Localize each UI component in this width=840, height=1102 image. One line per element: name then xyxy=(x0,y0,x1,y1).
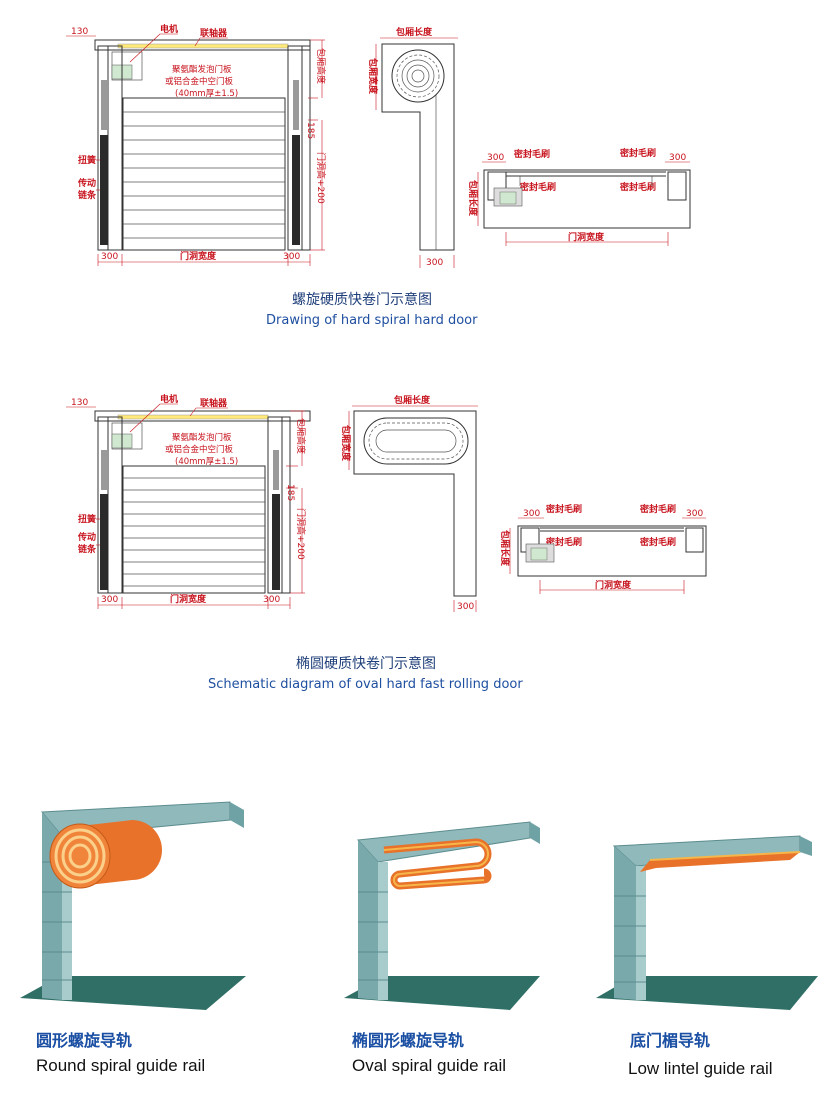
rail-lintel-title-zh: 底门楣导轨 xyxy=(630,1031,710,1050)
label-panel-3: (40mm厚±1.5) xyxy=(175,89,238,99)
label2-brush-3: 密封毛刷 xyxy=(639,503,676,515)
dim2-300-right: 300 xyxy=(263,595,280,605)
diagram1-title-en: Drawing of hard spiral hard door xyxy=(266,313,478,328)
label2-panel-1: 聚氨酯发泡门板 xyxy=(172,432,232,443)
dim-185: 185 xyxy=(305,122,315,139)
label2-panel-3: (40mm厚±1.5) xyxy=(175,457,238,467)
dim-300-right: 300 xyxy=(283,252,300,262)
diagram2-title-zh: 椭圆硬质快卷门示意图 xyxy=(296,655,436,672)
label-panel-1: 聚氨酯发泡门板 xyxy=(172,64,232,75)
dim2-130: 130 xyxy=(71,398,88,408)
label2-door-width: 门洞宽度 xyxy=(170,593,207,605)
rail-round-title-zh: 圆形螺旋导轨 xyxy=(36,1031,132,1050)
label-side-box-width: 包厢宽度 xyxy=(367,57,379,95)
diagram2-plan-view: 300 密封毛刷 密封毛刷 密封毛刷 密封毛刷 300 包厢长度 门洞宽度 xyxy=(499,503,707,594)
label-box-height: 包厢高度 xyxy=(315,48,327,84)
dim2-plan-300-left: 300 xyxy=(523,509,540,519)
rail-oval-illustration xyxy=(344,821,540,1010)
label-brush-3: 密封毛刷 xyxy=(619,147,656,159)
label-coupler: 联轴器 xyxy=(200,27,228,39)
label2-spring: 扭簧 xyxy=(78,513,96,525)
label-door-height: 门洞高+200 xyxy=(315,152,327,204)
label-brush-1: 密封毛刷 xyxy=(513,148,550,160)
dim-plan-300-right: 300 xyxy=(669,153,686,163)
dim2-185: 185 xyxy=(285,484,295,501)
label2-side-box-width: 包厢宽度 xyxy=(340,424,352,462)
label2-coupler: 联轴器 xyxy=(200,397,228,409)
label2-box-height: 包厢高度 xyxy=(295,418,307,454)
label2-plan-door-width: 门洞宽度 xyxy=(595,579,632,591)
diagram2-title-en: Schematic diagram of oval hard fast roll… xyxy=(208,677,523,692)
label-brush-4: 密封毛刷 xyxy=(619,181,656,193)
label2-side-box-length: 包厢长度 xyxy=(393,394,431,406)
dim2-plan-300-right: 300 xyxy=(686,509,703,519)
diagram1-plan-view: 300 密封毛刷 密封毛刷 密封毛刷 密封毛刷 300 包厢长度 门洞宽度 xyxy=(467,147,691,246)
dim2-300-left: 300 xyxy=(101,595,118,605)
label-chain-2: 链条 xyxy=(78,189,97,201)
label2-plan-box-length: 包厢长度 xyxy=(499,529,511,567)
label2-brush-4: 密封毛刷 xyxy=(639,536,676,548)
diagram2-side-view: 包厢长度 包厢宽度 300 xyxy=(340,394,478,612)
dim-300-left: 300 xyxy=(101,252,118,262)
dim-plan-300-left: 300 xyxy=(487,153,504,163)
diagram1-side-view: 包厢长度 包厢宽度 300 xyxy=(367,26,458,268)
dim-side-300: 300 xyxy=(426,258,443,268)
rail-round-illustration xyxy=(20,801,246,1010)
label-plan-door-width: 门洞宽度 xyxy=(568,231,605,243)
diagram1-title-zh: 螺旋硬质快卷门示意图 xyxy=(292,291,432,308)
dim2-side-300: 300 xyxy=(457,602,474,612)
label-door-width: 门洞宽度 xyxy=(180,250,217,262)
label-side-box-length: 包厢长度 xyxy=(395,26,433,38)
rail-oval-title-zh: 椭圆形螺旋导轨 xyxy=(352,1031,464,1050)
label2-motor: 电机 xyxy=(160,393,178,405)
label-motor: 电机 xyxy=(160,23,178,35)
label2-chain-2: 链条 xyxy=(78,543,97,555)
rail-lintel-illustration xyxy=(596,835,818,1010)
label2-door-height: 门洞高+200 xyxy=(295,508,307,560)
rail-oval-title-en: Oval spiral guide rail xyxy=(352,1056,506,1075)
label-chain-1: 传动 xyxy=(77,177,96,189)
rail-lintel-title-en: Low lintel guide rail xyxy=(628,1059,773,1078)
diagram1-front-view: 130 电机 联轴器 聚氨酯发泡门板 或铝合金中 xyxy=(66,23,327,266)
label-panel-2: 或铝合金中空门板 xyxy=(165,76,234,87)
label-spring: 扭簧 xyxy=(78,154,96,166)
dim-130: 130 xyxy=(71,27,88,37)
label2-panel-2: 或铝合金中空门板 xyxy=(165,444,234,455)
rail-round-title-en: Round spiral guide rail xyxy=(36,1056,205,1075)
label-brush-2: 密封毛刷 xyxy=(519,181,556,193)
label-plan-box-length: 包厢长度 xyxy=(467,179,479,217)
label2-chain-1: 传动 xyxy=(77,531,96,543)
diagram2-front-view: 130 电机 联轴器 聚氨酯发泡门板 或铝合金中空门板 (40mm厚±1.5) … xyxy=(66,393,311,609)
label2-brush-1: 密封毛刷 xyxy=(545,503,582,515)
